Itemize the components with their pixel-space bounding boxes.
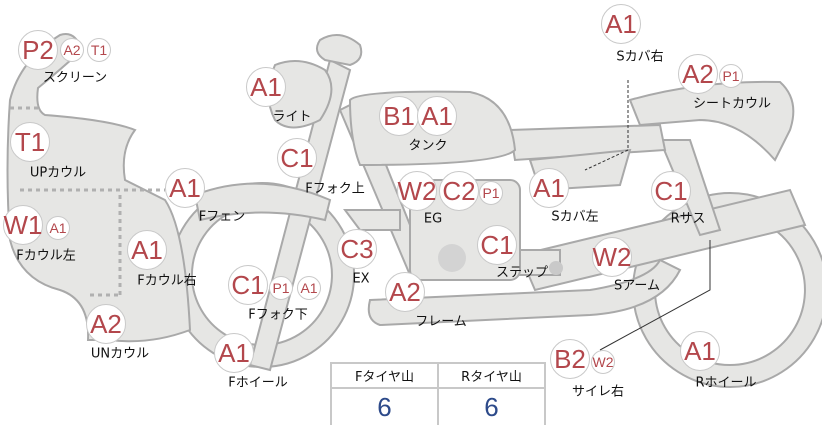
front-tire-value: 6 <box>330 387 439 425</box>
part-label: UPカウル <box>29 165 87 181</box>
damage-code-badge[interactable]: T1 <box>87 38 111 62</box>
part-label: Rサス <box>670 211 706 227</box>
damage-code-badge[interactable]: A2 <box>678 54 718 94</box>
part-label: Fカウル右 <box>137 273 197 289</box>
damage-code-badge[interactable]: A1 <box>297 276 321 300</box>
rear-tire-value: 6 <box>437 387 546 425</box>
damage-code-badge[interactable]: W2 <box>397 171 437 211</box>
part-label: Fフェン <box>198 209 246 225</box>
damage-code-badge[interactable]: P1 <box>269 276 293 300</box>
part-label: ステップ <box>495 265 549 281</box>
part-label: タンク <box>408 138 448 154</box>
damage-code-badge[interactable]: C1 <box>277 138 317 178</box>
damage-code-badge[interactable]: P2 <box>18 30 58 70</box>
front-tire-header: Fタイヤ山 <box>330 362 439 389</box>
damage-code-badge[interactable]: W2 <box>592 237 632 277</box>
part-label: Fフォク上 <box>305 181 365 197</box>
damage-code-badge[interactable]: P1 <box>719 64 743 88</box>
tire-tread-table: Fタイヤ山 Rタイヤ山 6 6 <box>330 362 546 425</box>
damage-code-badge[interactable]: B1 <box>379 96 419 136</box>
damage-code-badge[interactable]: A1 <box>680 331 720 371</box>
damage-code-badge[interactable]: A1 <box>46 216 70 240</box>
damage-code-badge[interactable]: C3 <box>337 229 377 269</box>
damage-code-badge[interactable]: P1 <box>479 181 503 205</box>
damage-code-badge[interactable]: W1 <box>3 205 43 245</box>
damage-code-badge[interactable]: A2 <box>385 272 425 312</box>
damage-code-badge[interactable]: A2 <box>86 304 126 344</box>
part-label: UNカウル <box>90 346 150 362</box>
damage-code-badge[interactable]: A1 <box>246 67 286 107</box>
part-label: シートカウル <box>692 96 772 112</box>
damage-code-badge[interactable]: A2 <box>60 38 84 62</box>
part-label: Sカバ左 <box>551 209 599 225</box>
rear-tire-header: Rタイヤ山 <box>437 362 546 389</box>
damage-code-badge[interactable]: A1 <box>165 168 205 208</box>
part-label: Sカバ右 <box>616 49 664 65</box>
damage-code-badge[interactable]: A1 <box>417 96 457 136</box>
damage-code-badge[interactable]: W2 <box>591 350 615 374</box>
damage-code-badge[interactable]: C1 <box>651 171 691 211</box>
part-label: Rホイール <box>695 375 757 391</box>
damage-code-badge[interactable]: C1 <box>228 265 268 305</box>
part-label: Sアーム <box>613 278 661 294</box>
part-label: Fホイール <box>228 375 288 391</box>
part-label: Fフォク下 <box>248 307 308 323</box>
damage-code-badge[interactable]: C2 <box>439 171 479 211</box>
damage-code-badge[interactable]: A1 <box>214 333 254 373</box>
part-label: スクリーン <box>42 70 108 86</box>
part-label: サイレ右 <box>571 384 625 400</box>
damage-code-badge[interactable]: A1 <box>529 168 569 208</box>
damage-code-badge[interactable]: A1 <box>127 230 167 270</box>
part-label: ライト <box>272 109 312 125</box>
damage-code-badge[interactable]: B2 <box>550 339 590 379</box>
damage-code-badge[interactable]: T1 <box>10 122 50 162</box>
part-label: Fカウル左 <box>16 248 76 264</box>
damage-code-badge[interactable]: A1 <box>601 4 641 44</box>
damage-code-badge[interactable]: C1 <box>477 225 517 265</box>
part-label: フレーム <box>415 314 467 330</box>
part-label: EX <box>352 271 370 287</box>
part-label: EG <box>423 211 443 227</box>
